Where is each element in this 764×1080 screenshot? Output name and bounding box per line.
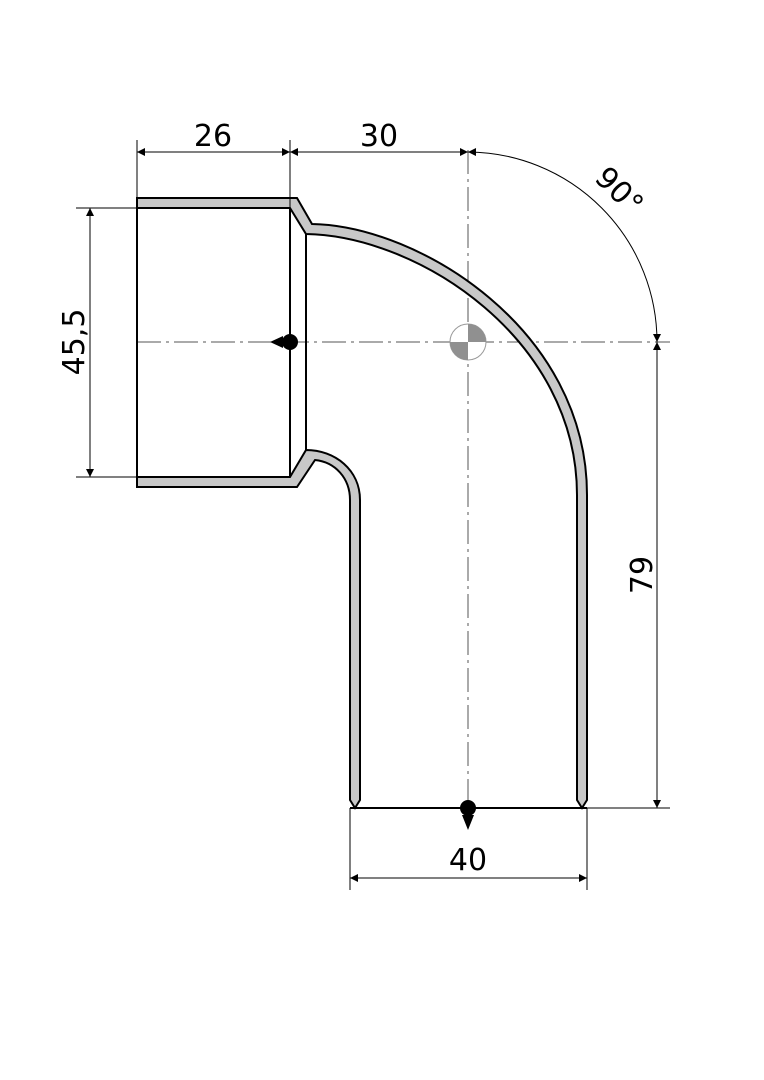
dim-label-45-5: 45,5 <box>57 309 92 376</box>
dim-label-79: 79 <box>625 556 660 594</box>
dimension-offset: 30 <box>290 119 468 156</box>
dim-label-26: 26 <box>194 119 232 154</box>
dimension-height: 79 <box>625 342 661 808</box>
dim-label-90-deg: 90° <box>588 160 650 222</box>
socket-bottom-wall <box>136 448 361 810</box>
center-lines <box>137 150 670 808</box>
dim-label-40: 40 <box>449 843 487 878</box>
outlet-connection-marker <box>460 800 476 830</box>
dimension-socket-diameter: 45,5 <box>57 208 94 477</box>
center-of-gravity-symbol <box>449 323 487 361</box>
dimension-outlet-diameter: 40 <box>350 843 587 882</box>
extension-lines <box>76 140 670 890</box>
inlet-connection-marker <box>270 334 298 350</box>
dim-label-30: 30 <box>360 119 398 154</box>
socket-top-wall <box>136 197 588 810</box>
pipe-body <box>136 197 588 810</box>
dimension-socket-length: 26 <box>137 119 290 156</box>
